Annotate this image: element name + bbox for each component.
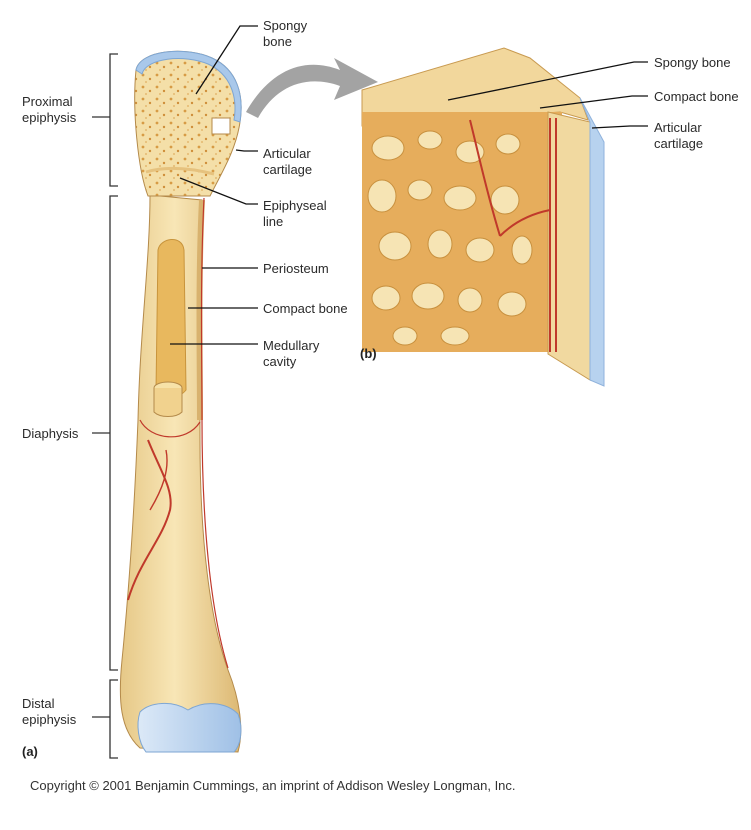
block-vessels [469, 118, 557, 352]
cut-body [153, 388, 183, 417]
block-cartilage [579, 97, 605, 387]
label-proximal-epiphysis: Proximal epiphysis [22, 94, 77, 125]
label-spongy-bone-a: Spongy bone [263, 18, 308, 49]
distal-cartilage [137, 703, 242, 753]
label-articular-cartilage-a: Articular cartilage [263, 146, 313, 177]
bracket-proximal [92, 53, 118, 187]
trabeculae [367, 130, 533, 346]
shaft-cut-ring [139, 419, 201, 438]
medullary-cavity-shape [155, 239, 187, 398]
compact-wall-right [196, 199, 205, 421]
section-block [361, 47, 605, 387]
panel-label-b: (b) [360, 346, 377, 361]
nutrient-vessel [127, 439, 172, 601]
bracket-diaphysis [92, 195, 118, 671]
periosteum-line [200, 197, 229, 669]
leaders-a [170, 25, 258, 345]
nutrient-vessel-2 [149, 449, 168, 511]
label-medullary-cavity: Medullary cavity [263, 338, 320, 369]
label-compact-bone-a: Compact bone [263, 301, 348, 316]
label-compact-bone-b: Compact bone [654, 89, 739, 104]
block-side [547, 111, 591, 381]
articular-cartilage-cap [135, 50, 242, 123]
label-articular-cartilage-b: Articular cartilage [654, 120, 704, 151]
panel-label-a: (a) [22, 744, 38, 759]
copyright-notice: Copyright © 2001 Benjamin Cummings, an i… [30, 778, 516, 793]
label-distal-epiphysis: Distal epiphysis [22, 696, 77, 727]
leaders-b [447, 61, 648, 129]
label-epiphyseal-line: Epiphyseal line [263, 198, 327, 229]
label-diaphysis: Diaphysis [22, 426, 79, 441]
epiphyseal-line-mark [145, 166, 215, 176]
bracket-distal [92, 679, 118, 759]
head-notch [211, 117, 231, 135]
magnify-arrow-icon [246, 58, 378, 118]
label-spongy-bone-b: Spongy bone [654, 55, 731, 70]
long-bone [119, 50, 242, 753]
label-periosteum: Periosteum [263, 261, 329, 276]
